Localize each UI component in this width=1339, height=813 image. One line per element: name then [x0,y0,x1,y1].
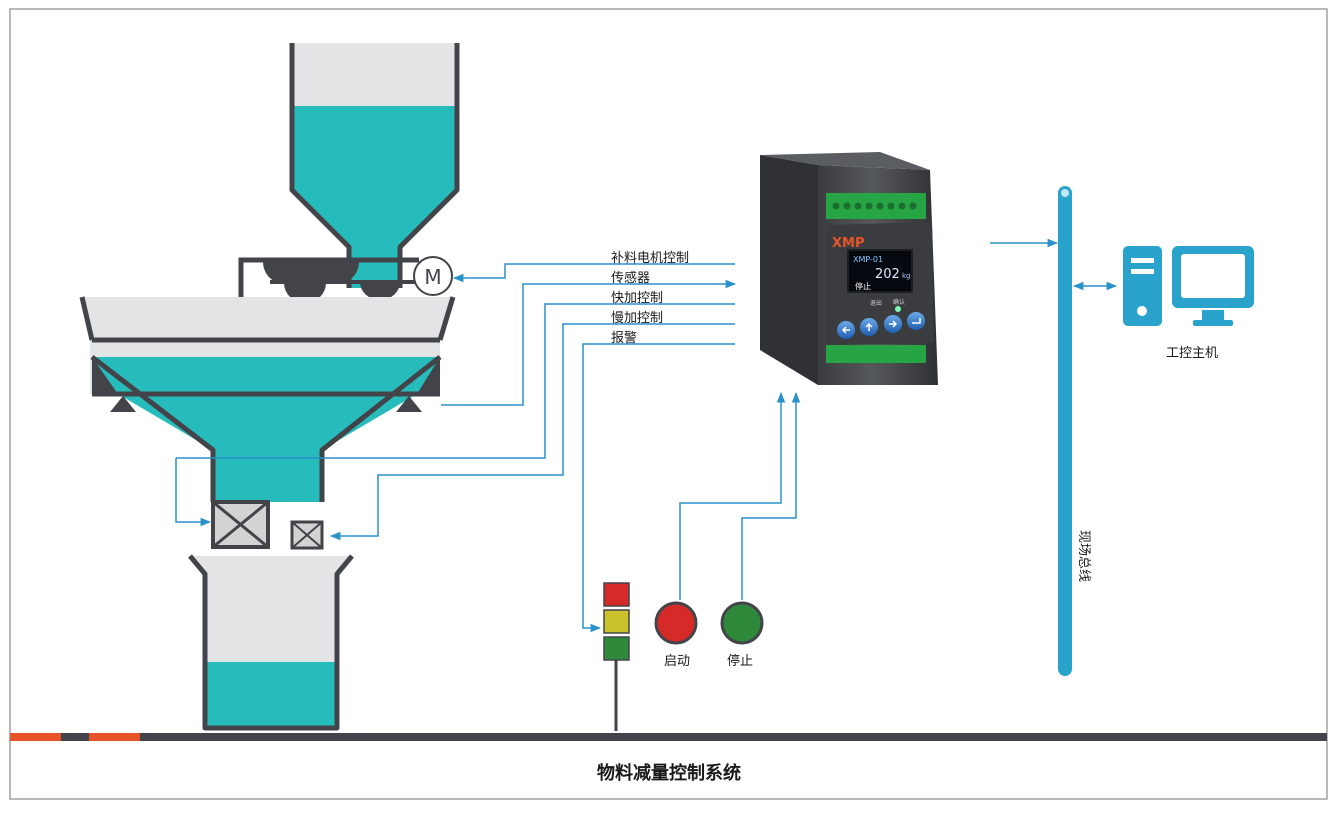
supply-hopper [289,43,460,288]
load-cell-right [396,396,422,412]
weigh-hopper [79,296,456,502]
start-label: 启动 [664,654,690,669]
diagram-title: 物料减量控制系统 [597,762,741,784]
receiving-container [188,554,354,731]
tower-light-icon [603,582,630,731]
slow-feed-valve [290,520,324,550]
motor-label: M [424,265,441,289]
device-key-label-confirm: 确认 [893,298,905,306]
stop-button: 停止 [720,601,764,669]
device-model: XMP-01 [853,255,883,264]
motor-icon: M [413,256,453,296]
label-slow-feed: 慢加控制 [611,310,663,326]
label-sensor: 传感器 [611,270,650,286]
terminal-block-bottom [826,345,926,363]
label-fast-feed: 快加控制 [611,291,663,306]
device-key-label-exit: 退出 [870,299,882,307]
start-button: 启动 [654,601,698,669]
outer-frame [9,8,1328,800]
terminal-block-top [826,193,926,219]
label-alarm: 报警 [611,330,637,346]
device-reading: 202 [875,267,900,282]
device-status: 停止 [855,281,871,291]
device-display [847,249,913,293]
stop-label: 停止 [727,653,753,669]
load-cell-left [110,396,136,412]
field-bus: 现场总线 [1058,186,1091,676]
host-label: 工控主机 [1166,346,1218,361]
device-unit: kg [902,272,911,280]
bus-label: 现场总线 [1076,530,1091,582]
footer-stripe [10,733,1327,741]
weighing-controller: XMP XMP-01 202 kg 停止 退出 确认 [760,152,938,385]
device-brand: XMP [832,236,865,251]
fast-feed-valve [211,500,270,549]
label-refill-motor: 补料电机控制 [611,251,689,266]
device-enter-key [907,312,925,330]
monitor-icon [1172,246,1254,326]
computer-icon [1123,246,1162,326]
device-led [895,306,901,312]
signal-wires [175,238,1118,633]
